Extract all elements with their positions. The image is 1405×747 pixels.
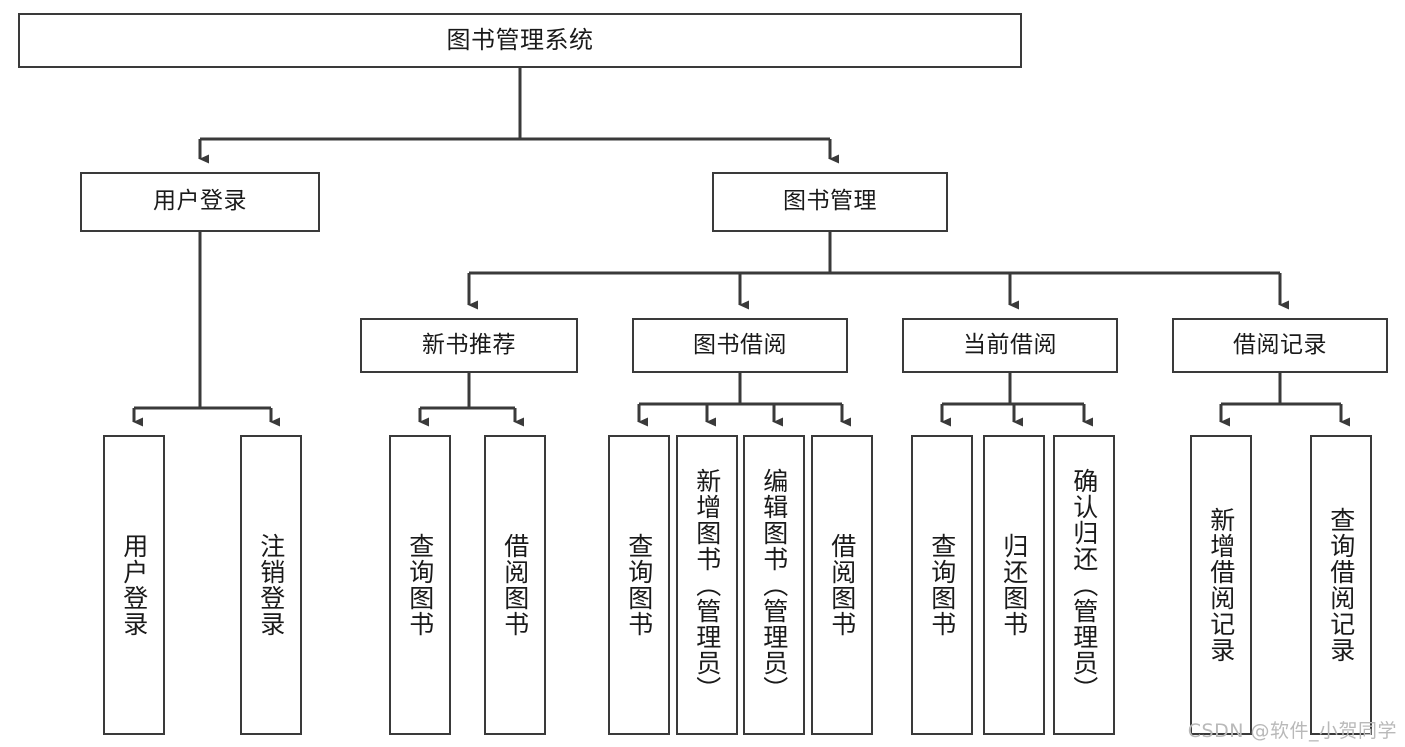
node-label: 当前借阅 xyxy=(963,331,1057,358)
node-label: 借阅图书 xyxy=(500,533,530,637)
leaf-leaf-query-book-3[interactable]: 查询图书 xyxy=(911,435,973,735)
csdn-watermark: CSDN @软件_小贺同学 xyxy=(1187,720,1397,742)
node-label: 新增借阅记录 xyxy=(1206,507,1236,663)
leaf-leaf-confirm-return[interactable]: 确认归还（管理员） xyxy=(1053,435,1115,735)
node-label: 归还图书 xyxy=(999,533,1029,637)
node-label: 新增图书（管理员） xyxy=(692,468,722,702)
leaf-leaf-user-login[interactable]: 用户登录 xyxy=(103,435,165,735)
node-user-login[interactable]: 用户登录 xyxy=(80,172,320,232)
leaf-leaf-add-record[interactable]: 新增借阅记录 xyxy=(1190,435,1252,735)
node-root-system[interactable]: 图书管理系统 xyxy=(18,13,1022,68)
node-label: 查询图书 xyxy=(624,533,654,637)
node-label: 图书借阅 xyxy=(693,331,787,358)
node-label: 图书管理 xyxy=(783,188,877,215)
leaf-leaf-edit-book[interactable]: 编辑图书（管理员） xyxy=(743,435,805,735)
leaf-leaf-query-book-2[interactable]: 查询图书 xyxy=(608,435,670,735)
node-label: 查询图书 xyxy=(405,533,435,637)
leaf-leaf-query-record[interactable]: 查询借阅记录 xyxy=(1310,435,1372,735)
node-label: 借阅记录 xyxy=(1233,331,1327,358)
leaf-leaf-add-book[interactable]: 新增图书（管理员） xyxy=(676,435,738,735)
node-book-manage[interactable]: 图书管理 xyxy=(712,172,948,232)
node-label: 用户登录 xyxy=(153,188,247,215)
node-book-borrow[interactable]: 图书借阅 xyxy=(632,318,848,373)
leaf-leaf-borrow-book-1[interactable]: 借阅图书 xyxy=(484,435,546,735)
node-label: 用户登录 xyxy=(119,533,149,637)
node-current-borrow[interactable]: 当前借阅 xyxy=(902,318,1118,373)
leaf-leaf-return-book[interactable]: 归还图书 xyxy=(983,435,1045,735)
node-label: 确认归还（管理员） xyxy=(1069,468,1099,702)
leaf-leaf-borrow-book-2[interactable]: 借阅图书 xyxy=(811,435,873,735)
leaf-leaf-query-book-1[interactable]: 查询图书 xyxy=(389,435,451,735)
node-borrow-record[interactable]: 借阅记录 xyxy=(1172,318,1388,373)
node-label: 查询借阅记录 xyxy=(1326,507,1356,663)
leaf-leaf-logout[interactable]: 注销登录 xyxy=(240,435,302,735)
node-label: 编辑图书（管理员） xyxy=(759,468,789,702)
node-label: 查询图书 xyxy=(927,533,957,637)
node-label: 新书推荐 xyxy=(422,331,516,358)
node-label: 注销登录 xyxy=(256,533,286,637)
node-label: 借阅图书 xyxy=(827,533,857,637)
node-new-book-rec[interactable]: 新书推荐 xyxy=(360,318,578,373)
